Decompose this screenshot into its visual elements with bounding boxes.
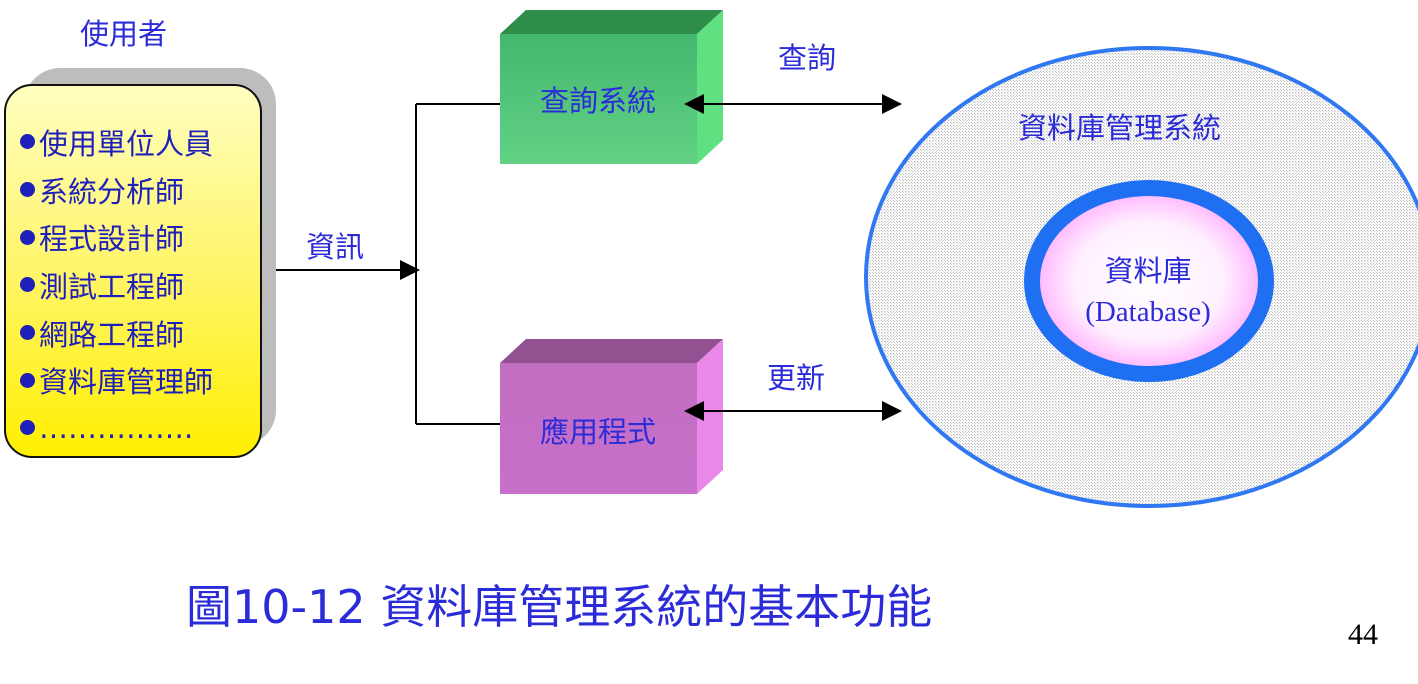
info-edge-label: 資訊 xyxy=(306,230,365,264)
query-system-box xyxy=(500,10,723,164)
users-list-item: 系統分析師 xyxy=(20,166,213,214)
application-label: 應用程式 xyxy=(539,415,656,449)
users-list-item: ……………. xyxy=(20,404,213,452)
users-title: 使用者 xyxy=(80,17,168,51)
database-label: 資料庫 xyxy=(1104,254,1192,288)
bullet-icon xyxy=(20,420,35,436)
bullet-icon xyxy=(20,229,35,245)
update-edge-label: 更新 xyxy=(767,361,826,395)
bullet-icon xyxy=(20,182,35,198)
users-list-item-label: 程式設計師 xyxy=(39,222,185,257)
application-box xyxy=(500,339,723,494)
users-list-item-label: 網路工程師 xyxy=(39,317,185,352)
users-list-item-label: 測試工程師 xyxy=(39,269,185,304)
users-list-item: 使用單位人員 xyxy=(20,118,213,166)
connector-lines xyxy=(246,94,902,425)
bullet-icon xyxy=(20,277,35,293)
users-list-item: 網路工程師 xyxy=(20,309,213,357)
users-panel: 使用單位人員 系統分析師 程式設計師 測試工程師 網路工程師 資料庫管理師 ……… xyxy=(4,84,262,458)
users-list-item-label: 使用單位人員 xyxy=(39,126,214,161)
bullet-icon xyxy=(20,372,35,388)
database-core xyxy=(1024,180,1274,382)
users-list-item: 資料庫管理師 xyxy=(20,356,213,404)
bullet-icon xyxy=(20,325,35,341)
query-system-label: 查詢系統 xyxy=(539,84,656,118)
bullet-icon xyxy=(20,134,35,150)
users-list-item-label: 資料庫管理師 xyxy=(39,365,214,400)
query-edge-label: 查詢 xyxy=(778,41,837,75)
users-list-item-label: ……………. xyxy=(39,410,194,445)
users-list-item-label: 系統分析師 xyxy=(39,174,185,209)
database-label-en: (Database) xyxy=(1085,296,1211,328)
users-list-item: 程式設計師 xyxy=(20,213,213,261)
figure-caption: 圖10-12 資料庫管理系統的基本功能 xyxy=(186,580,933,634)
dbms-label: 資料庫管理系統 xyxy=(1018,111,1222,145)
page-number: 44 xyxy=(1348,618,1378,651)
users-list-item: 測試工程師 xyxy=(20,261,213,309)
users-list: 使用單位人員 系統分析師 程式設計師 測試工程師 網路工程師 資料庫管理師 ……… xyxy=(20,118,213,452)
